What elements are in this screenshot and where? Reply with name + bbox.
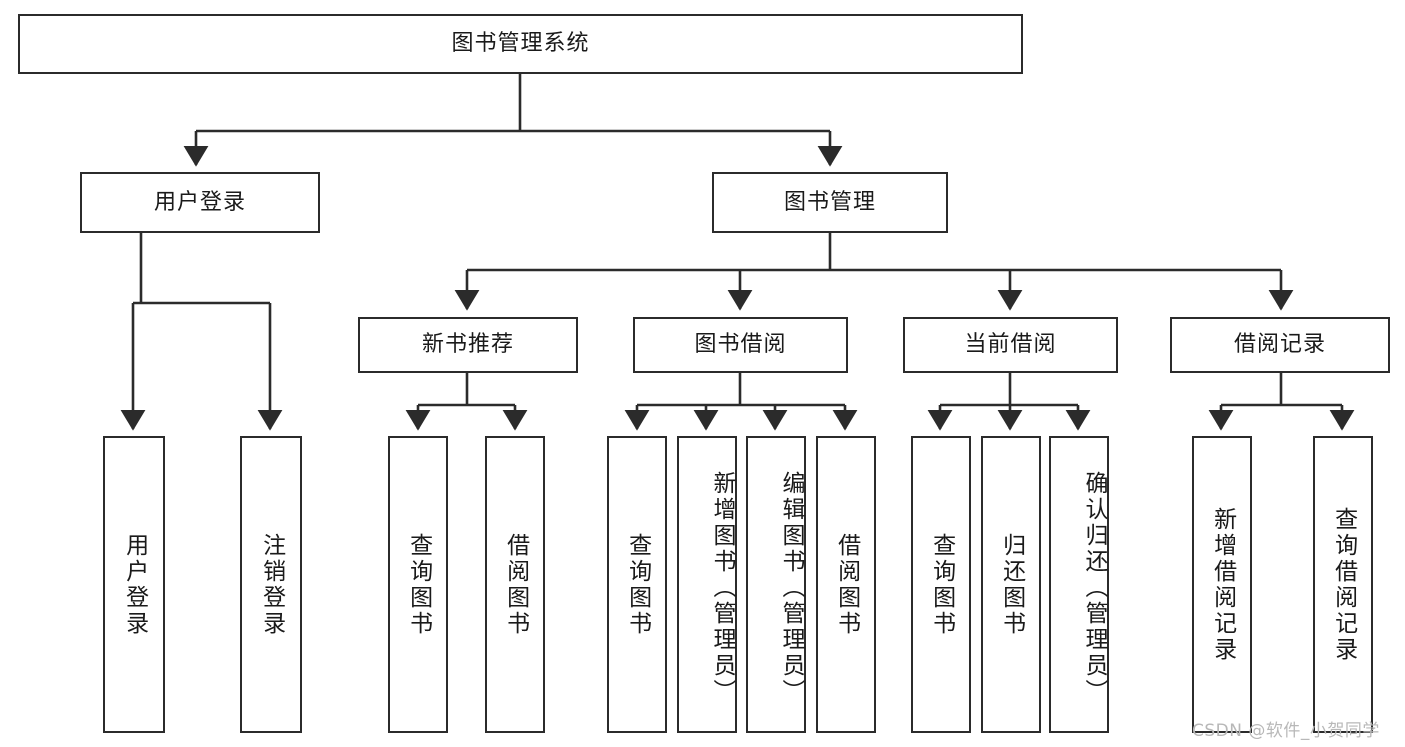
node-leaf-borrow-book-1[interactable]: 借阅图书	[485, 436, 545, 733]
node-book-management-label: 图书管理	[783, 189, 876, 215]
node-leaf-query-book-2[interactable]: 查询图书	[607, 436, 667, 733]
node-user-login-label: 用户登录	[153, 189, 246, 215]
node-borrow-record[interactable]: 借阅记录	[1170, 317, 1390, 373]
node-leaf-query-record[interactable]: 查询借阅记录	[1313, 436, 1373, 733]
node-current-borrow-label: 当前借阅	[964, 332, 1057, 358]
node-leaf-query-book-1-label: 查询图书	[405, 532, 432, 637]
node-leaf-query-book-2-label: 查询图书	[624, 532, 651, 637]
node-leaf-return-book[interactable]: 归还图书	[981, 436, 1041, 733]
node-leaf-edit-book[interactable]: 编辑图书（管理员）	[746, 436, 806, 733]
node-current-borrow[interactable]: 当前借阅	[903, 317, 1118, 373]
node-root-label: 图书管理系统	[451, 31, 590, 57]
node-leaf-user-login-label: 用户登录	[121, 532, 148, 637]
node-root[interactable]: 图书管理系统	[18, 14, 1023, 74]
node-book-borrow[interactable]: 图书借阅	[633, 317, 848, 373]
node-leaf-add-record-label: 新增借阅记录	[1209, 506, 1236, 663]
node-leaf-query-book-3[interactable]: 查询图书	[911, 436, 971, 733]
node-new-book-recommend-label: 新书推荐	[421, 332, 514, 358]
node-leaf-borrow-book-2-label: 借阅图书	[833, 532, 860, 637]
node-leaf-logout-login-label: 注销登录	[258, 532, 285, 637]
node-leaf-query-record-label: 查询借阅记录	[1330, 506, 1357, 663]
node-leaf-add-record[interactable]: 新增借阅记录	[1192, 436, 1252, 733]
node-leaf-confirm-return-label: 确认归还（管理员）	[1081, 470, 1107, 705]
node-leaf-borrow-book-1-label: 借阅图书	[502, 532, 529, 637]
node-leaf-return-book-label: 归还图书	[998, 532, 1025, 637]
node-leaf-query-book-1[interactable]: 查询图书	[388, 436, 448, 733]
node-new-book-recommend[interactable]: 新书推荐	[358, 317, 578, 373]
node-leaf-borrow-book-2[interactable]: 借阅图书	[816, 436, 876, 733]
node-leaf-add-book[interactable]: 新增图书（管理员）	[677, 436, 737, 733]
node-book-management[interactable]: 图书管理	[712, 172, 948, 233]
node-borrow-record-label: 借阅记录	[1233, 332, 1326, 358]
node-leaf-logout-login[interactable]: 注销登录	[240, 436, 302, 733]
node-leaf-edit-book-label: 编辑图书（管理员）	[778, 470, 804, 705]
node-leaf-confirm-return[interactable]: 确认归还（管理员）	[1049, 436, 1109, 733]
node-book-borrow-label: 图书借阅	[694, 332, 787, 358]
node-leaf-add-book-label: 新增图书（管理员）	[709, 470, 735, 705]
node-leaf-query-book-3-label: 查询图书	[928, 532, 955, 637]
node-leaf-user-login[interactable]: 用户登录	[103, 436, 165, 733]
node-user-login[interactable]: 用户登录	[80, 172, 320, 233]
